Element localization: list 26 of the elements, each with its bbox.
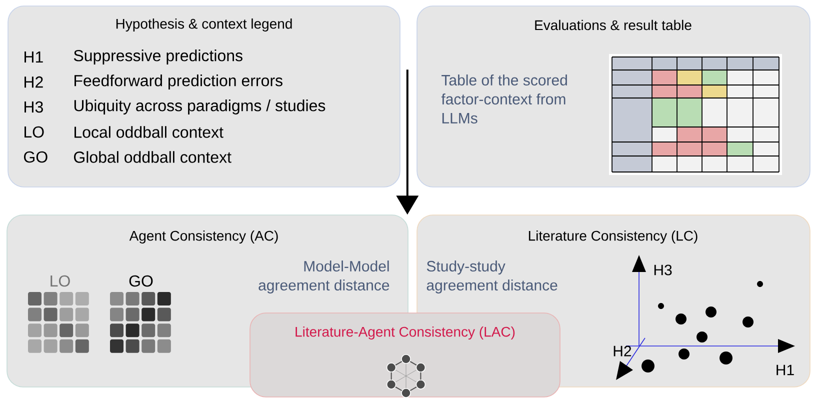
legend-description: Local oddball context bbox=[74, 126, 224, 138]
panel-title: Literature Consistency (LC) bbox=[528, 230, 698, 244]
panel-box bbox=[416, 6, 810, 188]
legend-panel bbox=[8, 6, 400, 188]
legend-description: Global oddball context bbox=[74, 151, 232, 163]
panel-title: Literature-Agent Consistency (LAC) bbox=[296, 326, 515, 340]
description-text: Model-Model agreement distance bbox=[258, 260, 390, 294]
description-text: Table of the scored factor-context from LLMs bbox=[441, 74, 567, 124]
overlap-box bbox=[250, 312, 560, 398]
legend-code: LO bbox=[24, 126, 44, 138]
legend-code: H2 bbox=[24, 76, 43, 88]
axis-label: H2 bbox=[614, 346, 632, 356]
legend-description: Suppressive predictions bbox=[74, 50, 242, 64]
panel-title: Evaluations & result table bbox=[535, 20, 692, 30]
grid-label: GO bbox=[129, 275, 153, 287]
grid-label: LO bbox=[50, 275, 70, 287]
legend-code: H1 bbox=[24, 52, 43, 62]
axis-label: H1 bbox=[776, 364, 794, 376]
legend-code: GO bbox=[24, 151, 48, 163]
legend-description: Feedforward prediction errors bbox=[74, 74, 282, 90]
panel-title: Hypothesis & context legend bbox=[116, 18, 292, 32]
panel-title: Agent Consistency (AC) bbox=[129, 230, 278, 244]
legend-code: H3 bbox=[24, 101, 43, 113]
legend-description: Ubiquity across paradigms / studies bbox=[74, 100, 326, 114]
description-text: Study-study agreement distance bbox=[426, 260, 558, 294]
axis-label: H3 bbox=[654, 264, 672, 276]
